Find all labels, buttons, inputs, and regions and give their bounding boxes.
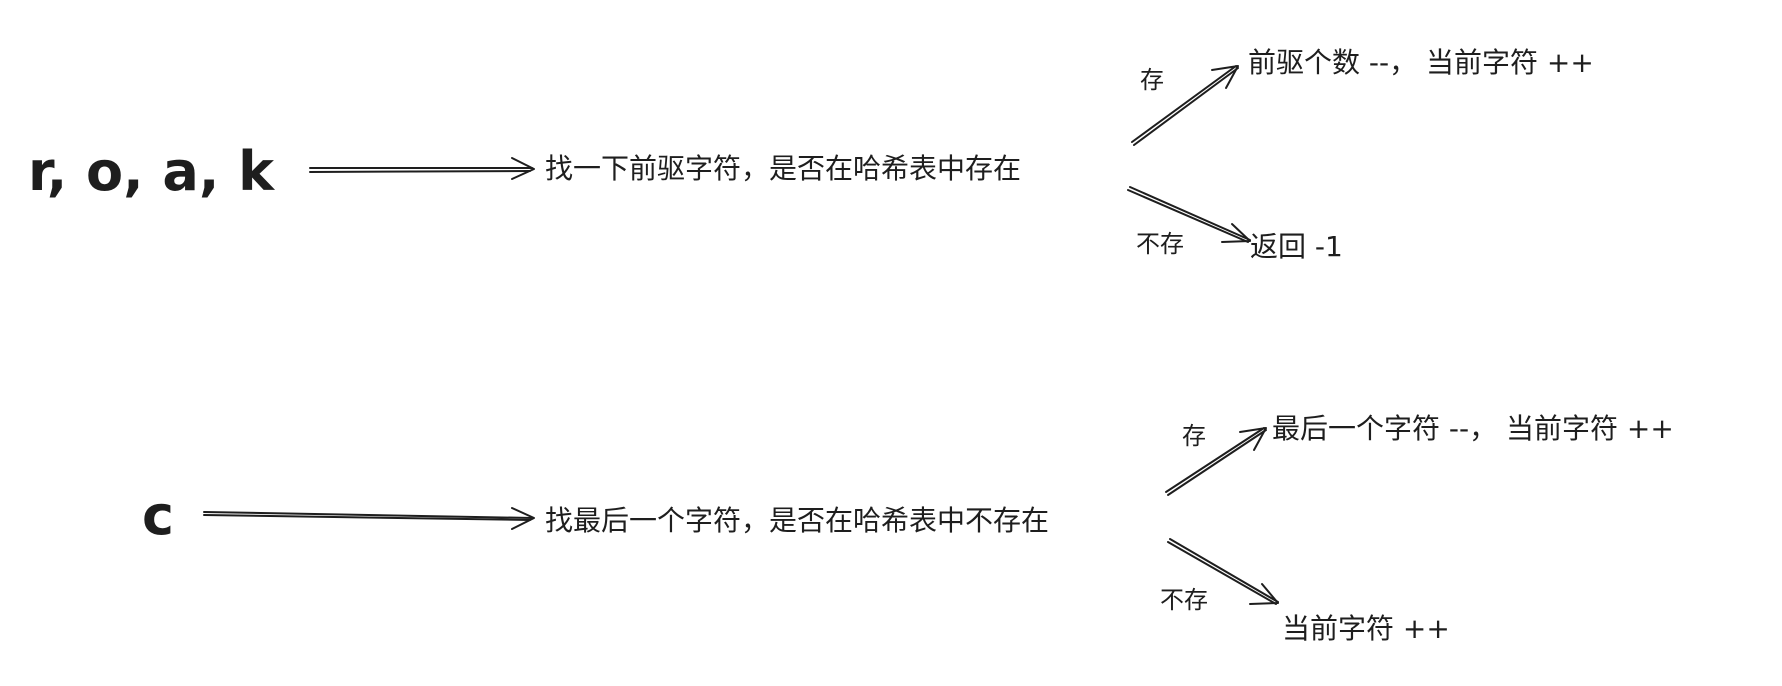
flow1-yes-arrow <box>1131 65 1239 146</box>
flow2-no-result: 当前字符 ++ <box>1282 612 1450 645</box>
flow2-yes-label: 存 <box>1182 422 1206 450</box>
flow1-main-arrow <box>309 157 535 180</box>
flow1-no-result: 返回 -1 <box>1250 230 1343 263</box>
flow2-yes-result: 最后一个字符 --， 当前字符 ++ <box>1272 412 1674 445</box>
flow1-yes-result: 前驱个数 --， 当前字符 ++ <box>1248 46 1594 79</box>
flow1-no-label: 不存 <box>1136 230 1184 258</box>
flow1-yes-label: 存 <box>1140 66 1164 94</box>
flow2-yes-arrow <box>1165 427 1267 496</box>
flow2-check: 找最后一个字符，是否在哈希表中不存在 <box>545 504 1049 537</box>
flow2-input: c <box>142 484 174 547</box>
flow2-no-label: 不存 <box>1160 586 1208 614</box>
flow2-no-arrow <box>1167 538 1279 605</box>
flow1-check: 找一下前驱字符，是否在哈希表中存在 <box>545 152 1021 185</box>
flow2-main-arrow <box>203 507 535 530</box>
flow1-input: r, o, a, k <box>28 140 275 203</box>
flow1-no-arrow <box>1127 186 1251 243</box>
